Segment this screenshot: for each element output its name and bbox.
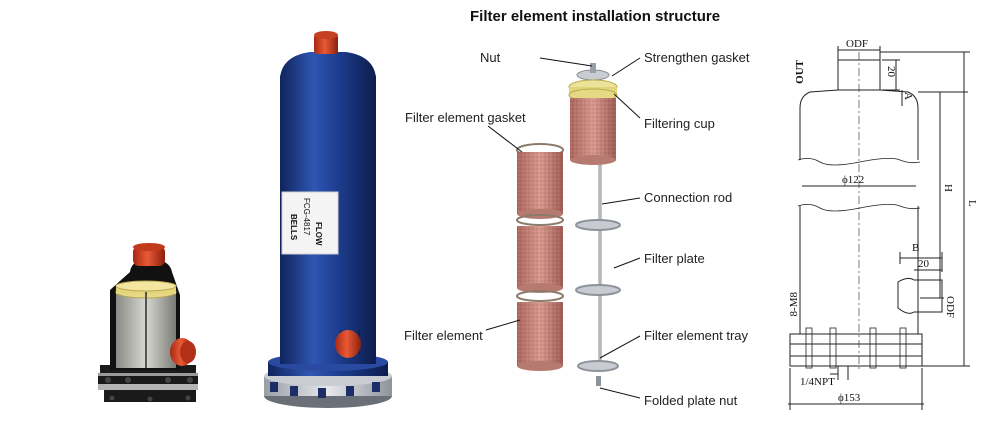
dim-odf-top: ODF: [846, 38, 869, 50]
dim-20-side: 20: [918, 258, 929, 270]
blue-filter-housing: [264, 31, 392, 408]
dim-b: B: [912, 242, 920, 254]
leader-lines: [485, 57, 641, 399]
label-filtering-cup: Filtering cup: [644, 116, 715, 131]
dim-out: OUT: [794, 60, 806, 84]
dim-dia-122: ϕ122: [842, 174, 865, 186]
dim-h: H: [942, 184, 954, 192]
cutaway-filter-housing: [98, 243, 198, 402]
label-filter-element-gasket: Filter element gasket: [405, 110, 526, 125]
label-connection-rod: Connection rod: [644, 190, 733, 205]
dim-a: A: [902, 92, 914, 100]
dim-l: L: [966, 200, 978, 207]
diagram-title: Filter element installation structure: [470, 8, 721, 25]
dim-1-4npt: 1/4NPT: [800, 376, 835, 388]
dimension-drawing: [788, 46, 970, 410]
exploded-assembly: [516, 63, 621, 386]
housing-label-flow: FLOW: [314, 222, 323, 246]
housing-label-model: FCG-4817: [302, 198, 311, 236]
label-filter-plate: Filter plate: [644, 251, 705, 266]
dim-20-top: 20: [885, 66, 897, 77]
label-nut: Nut: [480, 50, 501, 65]
dim-8-m8: 8-M8: [788, 292, 800, 317]
housing-label-product: BELLS: [289, 214, 298, 241]
label-folded-plate-nut: Folded plate nut: [644, 393, 738, 408]
dim-odf-side: ODF: [944, 296, 956, 319]
label-strengthen-gasket: Strengthen gasket: [644, 50, 750, 65]
label-filter-element: Filter element: [404, 328, 483, 343]
dim-dia-153: ϕ153: [838, 392, 861, 404]
label-filter-element-tray: Filter element tray: [644, 328, 749, 343]
